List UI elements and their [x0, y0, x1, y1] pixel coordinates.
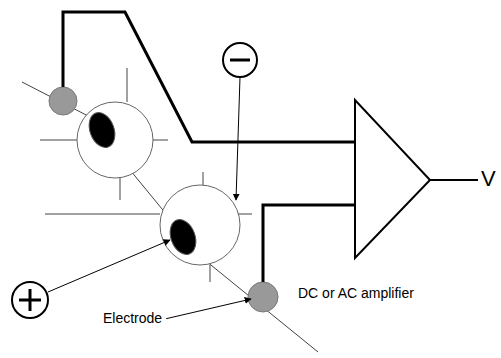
- negative-symbol: [230, 59, 250, 62]
- electrode-tip: [248, 282, 278, 312]
- pointer-line: [48, 240, 170, 292]
- pointer-line: [236, 77, 240, 200]
- positive-symbol: [12, 282, 48, 318]
- electrode-label: Electrode: [103, 311, 162, 326]
- neuron-cell: [77, 102, 153, 178]
- electrode-wire: [263, 205, 355, 282]
- output-label: V: [481, 167, 496, 191]
- electrode-wire: [63, 12, 355, 142]
- amplifier-symbol: [355, 100, 430, 258]
- electrode-tip: [49, 87, 77, 115]
- neuron-processes: [22, 68, 318, 352]
- amplifier-label: DC or AC amplifier: [298, 286, 414, 301]
- positive-symbol: [29, 289, 32, 311]
- cell-nucleus: [85, 109, 120, 151]
- negative-symbol: [223, 43, 257, 77]
- output-wire: [430, 179, 478, 181]
- cell-nucleus: [166, 216, 201, 258]
- leader-line: [166, 299, 251, 319]
- neuron-cell: [160, 185, 240, 265]
